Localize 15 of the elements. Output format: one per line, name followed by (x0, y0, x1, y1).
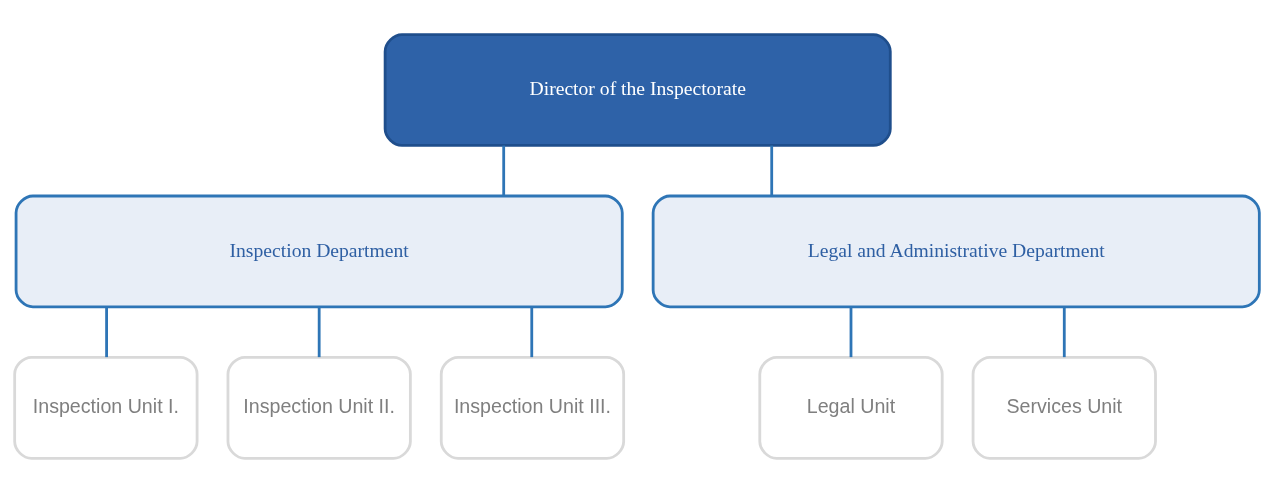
connector (317, 307, 321, 358)
connector (105, 307, 108, 358)
node-box: Inspection Unit III. (439, 355, 626, 460)
node-box: Inspection Unit I. (13, 355, 199, 460)
connector (1062, 307, 1066, 358)
connector (770, 145, 774, 196)
connector (530, 307, 534, 358)
node-box: Inspection Department (14, 194, 624, 309)
connector (849, 307, 853, 358)
connector (502, 145, 506, 196)
node-box: Inspection Unit II. (226, 355, 412, 460)
node-box: Legal Unit (758, 355, 944, 460)
node-box: Legal and Administrative Department (651, 194, 1261, 309)
node-box: Director of the Inspectorate (383, 33, 892, 147)
node-box: Services Unit (971, 355, 1157, 460)
